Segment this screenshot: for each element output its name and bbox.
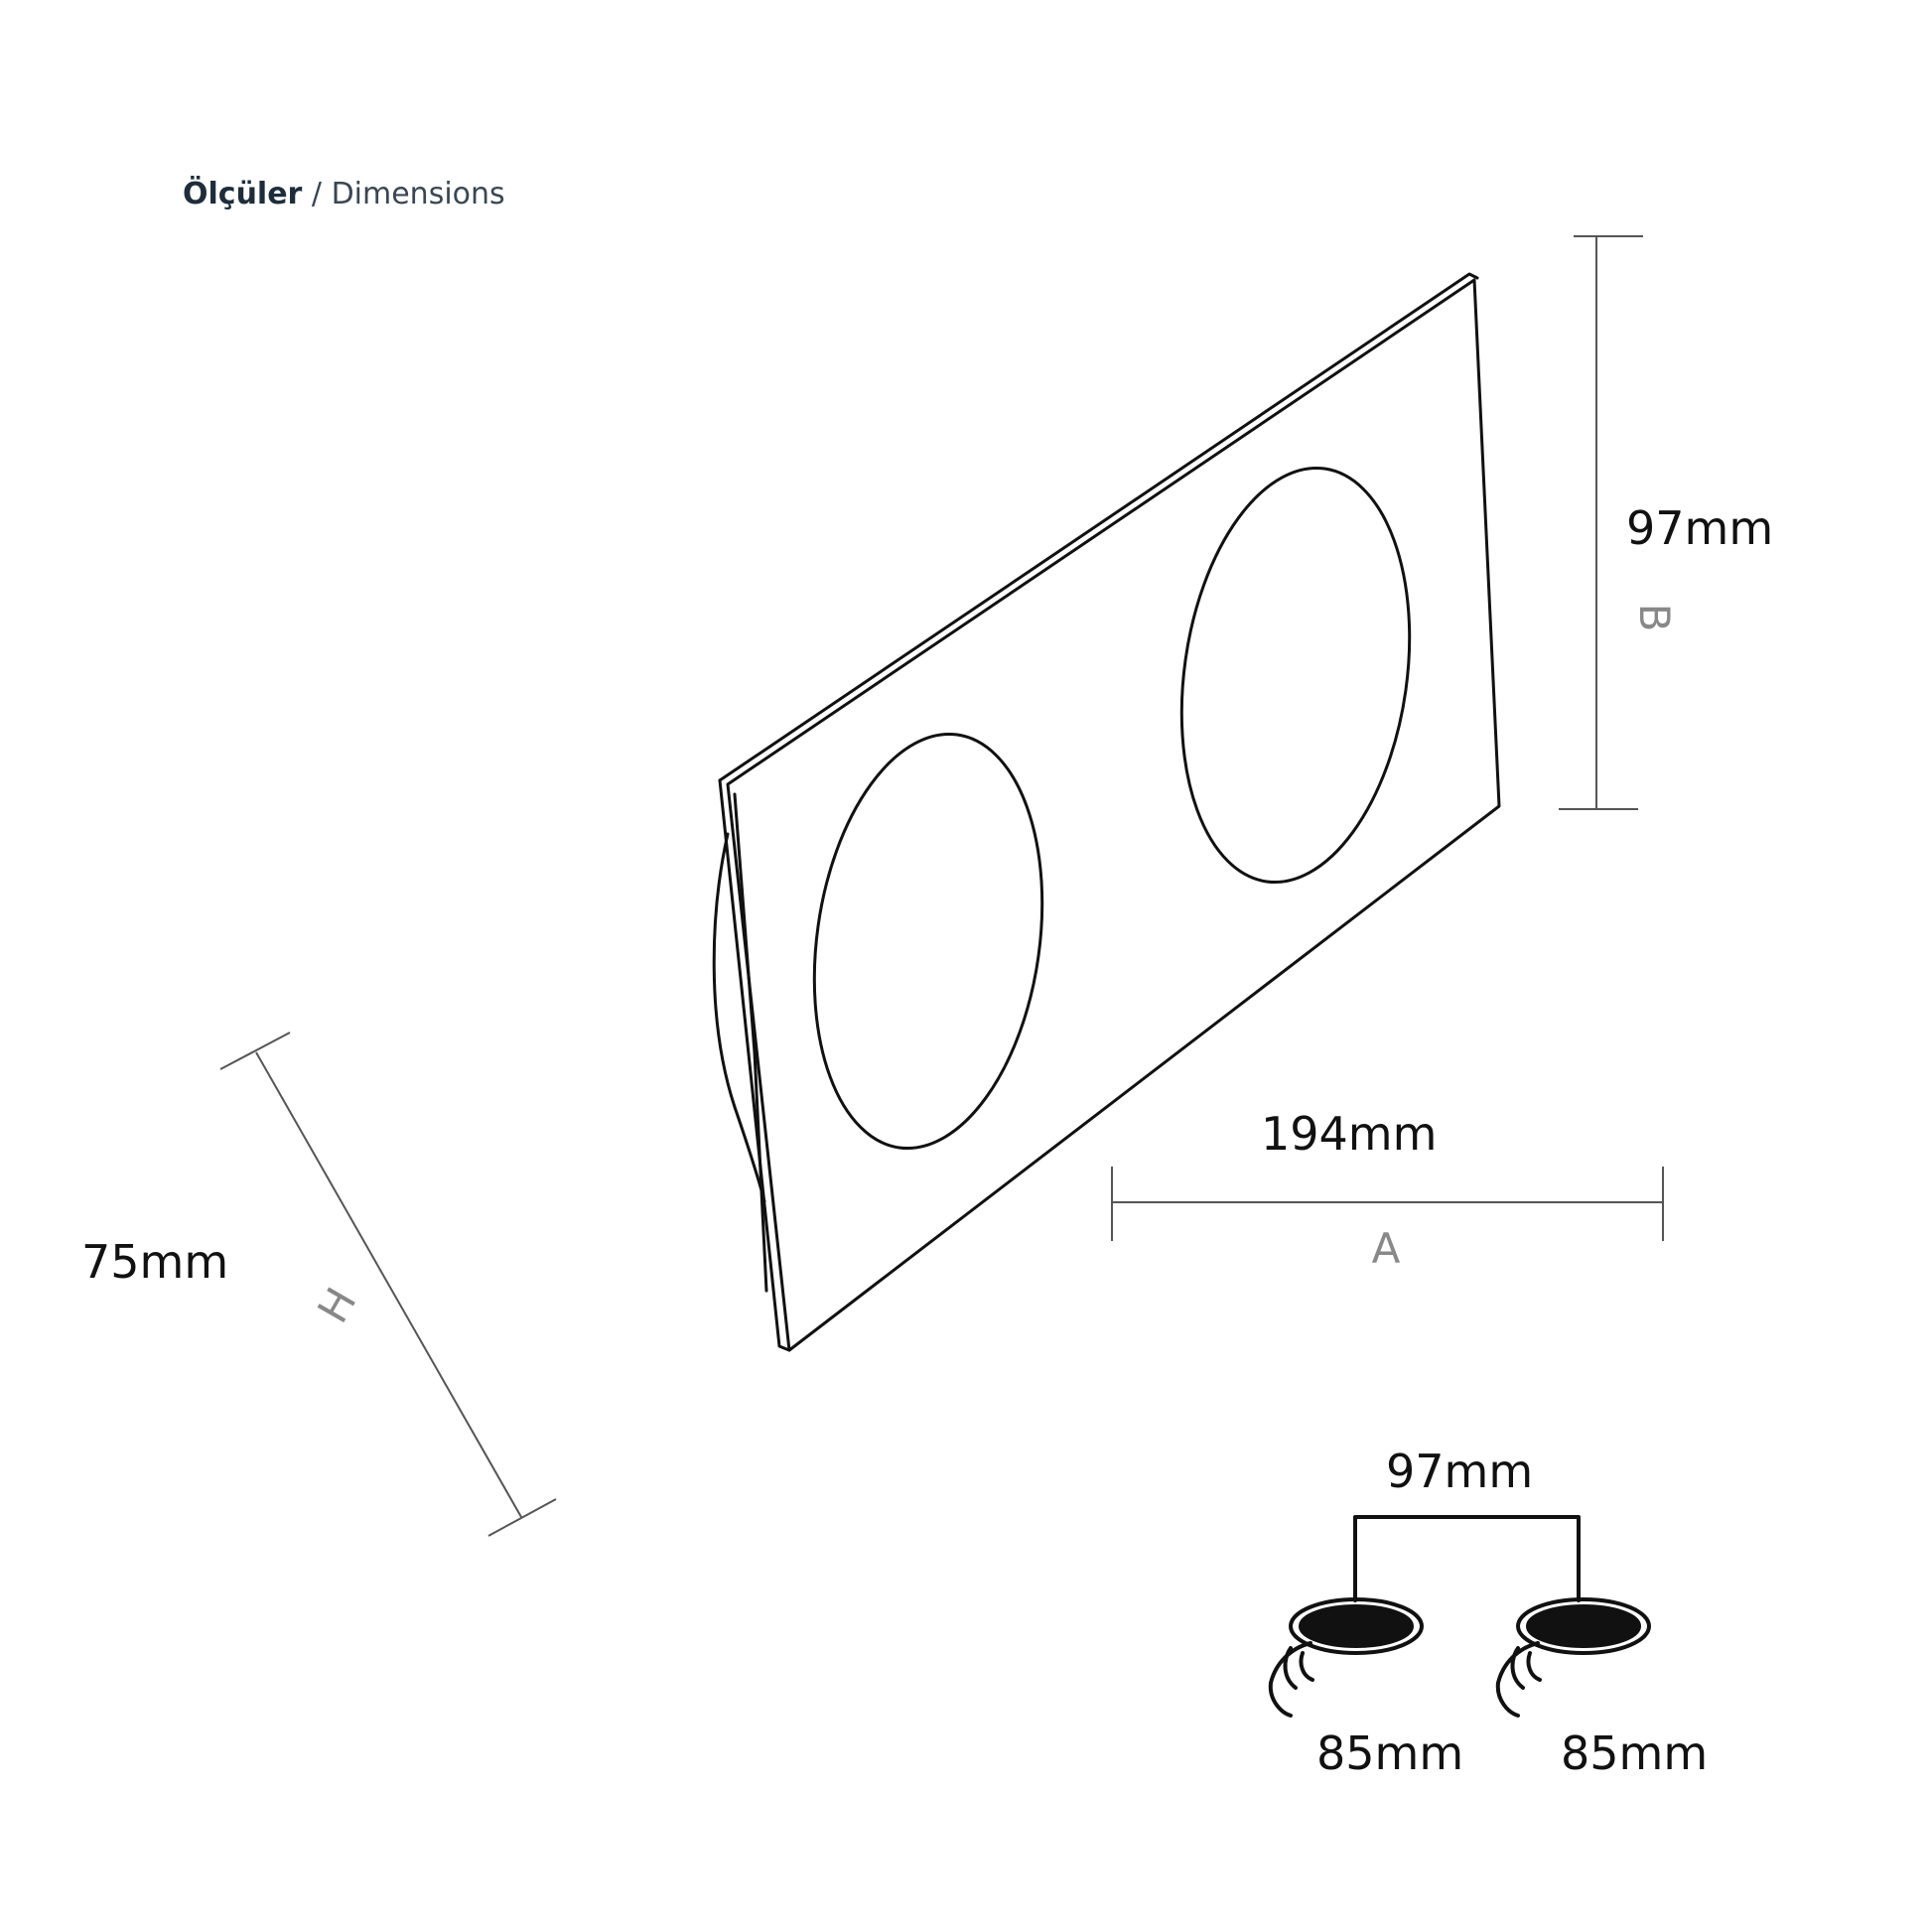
cutout-hole-left-inner — [1299, 1604, 1414, 1648]
socket-cutout-left — [812, 732, 1044, 1151]
cutout-spacing-diagram — [1268, 1515, 1651, 1718]
depth-dim-line — [255, 1051, 522, 1518]
cutout-hole-right-outer — [1516, 1597, 1651, 1655]
depth-value: 75mm — [81, 1235, 228, 1289]
plate-side-edge — [718, 778, 791, 1352]
socket-cutout-right — [1179, 466, 1412, 885]
plate-front-face — [726, 278, 1501, 1352]
title-separator: / — [311, 177, 323, 211]
width-letter: A — [1372, 1224, 1401, 1273]
cutout-hole-right-inner — [1526, 1604, 1641, 1648]
cutout-cable-right — [1495, 1641, 1542, 1718]
spacing-value: 97mm — [1386, 1445, 1533, 1498]
depth-dim-tick-top — [219, 1032, 291, 1070]
plate-body-curve — [712, 832, 766, 1203]
height-value: 97mm — [1626, 501, 1773, 555]
depth-dim-tick-bottom — [487, 1498, 557, 1537]
plate-side-inner — [733, 792, 768, 1293]
height-dimension — [1559, 235, 1643, 810]
cutout-hole-left-outer — [1289, 1597, 1424, 1655]
title-tr: Ölçüler — [183, 177, 303, 211]
spacing-bracket — [1353, 1515, 1581, 1602]
plate-top-edge — [718, 272, 1479, 782]
depth-letter: H — [308, 1280, 365, 1331]
height-letter: B — [1630, 604, 1679, 632]
depth-dimension — [219, 1032, 557, 1537]
plate-drawing — [712, 272, 1501, 1352]
width-value: 194mm — [1261, 1107, 1437, 1161]
cutout-cable-left — [1268, 1641, 1314, 1718]
page-title: Ölçüler / Dimensions — [183, 177, 505, 211]
cutout-right-value: 85mm — [1561, 1726, 1708, 1780]
cutout-left-value: 85mm — [1316, 1726, 1463, 1780]
title-en: Dimensions — [331, 177, 505, 211]
width-dimension — [1111, 1167, 1664, 1241]
